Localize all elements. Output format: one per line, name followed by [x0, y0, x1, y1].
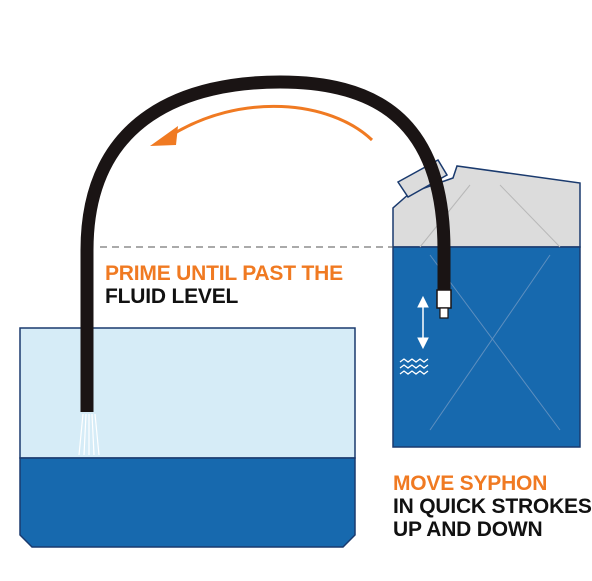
- outflow-spray: [78, 413, 100, 456]
- tank-empty-space: [19, 327, 356, 459]
- move-line-1: MOVE SYPHON: [393, 472, 548, 495]
- syphon-valve-tip: [439, 307, 449, 319]
- tank-fluid: [19, 457, 356, 548]
- container-crease: [429, 254, 551, 431]
- prime-line-1: PRIME UNTIL PAST THE: [105, 262, 343, 285]
- move-line-3: UP AND DOWN: [393, 518, 543, 541]
- move-line-2: IN QUICK STROKES: [393, 495, 592, 518]
- container-crease: [499, 184, 561, 248]
- move-instruction: MOVE SYPHON IN QUICK STROKES UP AND DOWN: [393, 472, 592, 541]
- syphon-valve: [436, 289, 452, 309]
- double-arrow-vertical-icon: [417, 295, 429, 350]
- source-container: [392, 158, 581, 448]
- prime-line-2: FLUID LEVEL: [105, 285, 239, 308]
- receiving-tank: [19, 327, 356, 548]
- syphon-hose: [80, 75, 451, 412]
- prime-instruction: PRIME UNTIL PAST THE FLUID LEVEL: [105, 262, 343, 308]
- container-crease: [429, 254, 561, 431]
- curved-arrow-left-icon: [150, 104, 374, 146]
- wave-icon: [399, 358, 429, 375]
